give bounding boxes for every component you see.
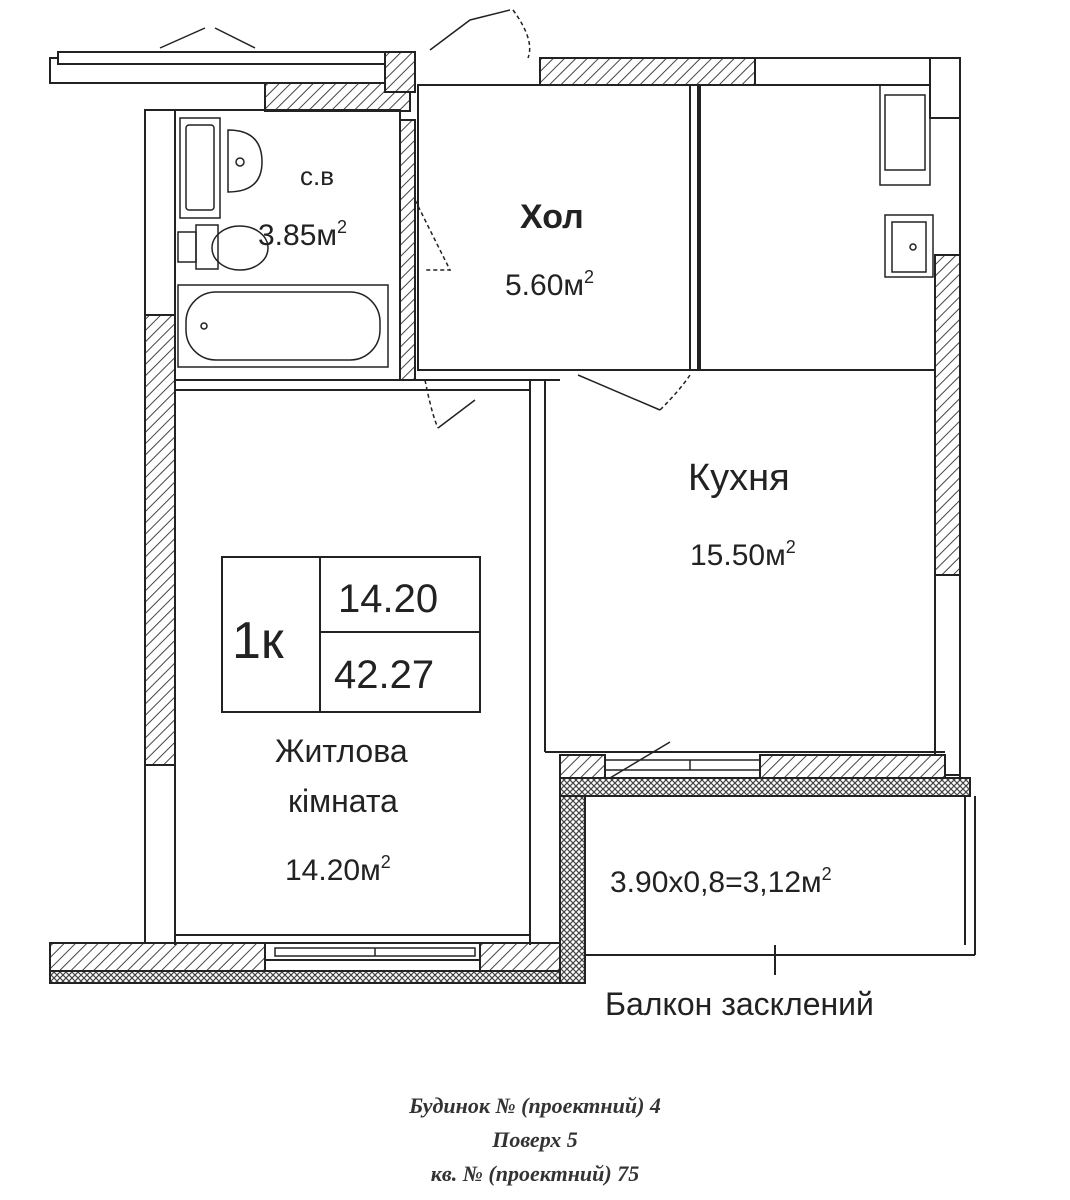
bathroom-fixtures: [177, 117, 934, 368]
living-area-value: 14.20: [338, 577, 438, 621]
living-name-line1: Житлова: [275, 733, 408, 769]
windows: [274, 84, 931, 957]
kitchen-sink-icon: [884, 214, 934, 278]
apartment-type: 1к: [232, 612, 284, 670]
total-area-value: 42.27: [334, 653, 434, 697]
living-area: 14.20м2: [285, 852, 391, 887]
hall-area: 5.60м2: [505, 267, 594, 302]
wc-area: 3.85м2: [258, 217, 347, 252]
kitchen-area: 15.50м2: [690, 537, 796, 572]
hall-name: Хол: [520, 198, 584, 236]
living-name-line2: кімната: [288, 783, 398, 819]
wc-name: с.в: [300, 161, 334, 191]
balcony-area: 3.90х0,8=3,12м2: [610, 864, 832, 899]
kitchen-name: Кухня: [688, 457, 790, 499]
doors: [159, 9, 691, 779]
partitions: [174, 84, 976, 975]
wc-cistern: [179, 117, 221, 219]
apartment-number: кв. № (проектний) 75: [430, 1161, 640, 1186]
sink-icon: [227, 129, 263, 193]
building-number: Будинок № (проектний) 4: [409, 1093, 661, 1118]
floor-plan: с.в 3.85м2 Хол 5.60м2 Кухня 15.50м2 1к 1…: [49, 9, 976, 1022]
walls: [49, 51, 971, 984]
toilet-icon: [211, 225, 269, 271]
floor-number: Поверх 5: [492, 1127, 578, 1152]
bathtub-icon: [177, 284, 389, 368]
balcony-caption: Балкон засклений: [605, 986, 874, 1022]
apartment-box: [221, 556, 481, 713]
